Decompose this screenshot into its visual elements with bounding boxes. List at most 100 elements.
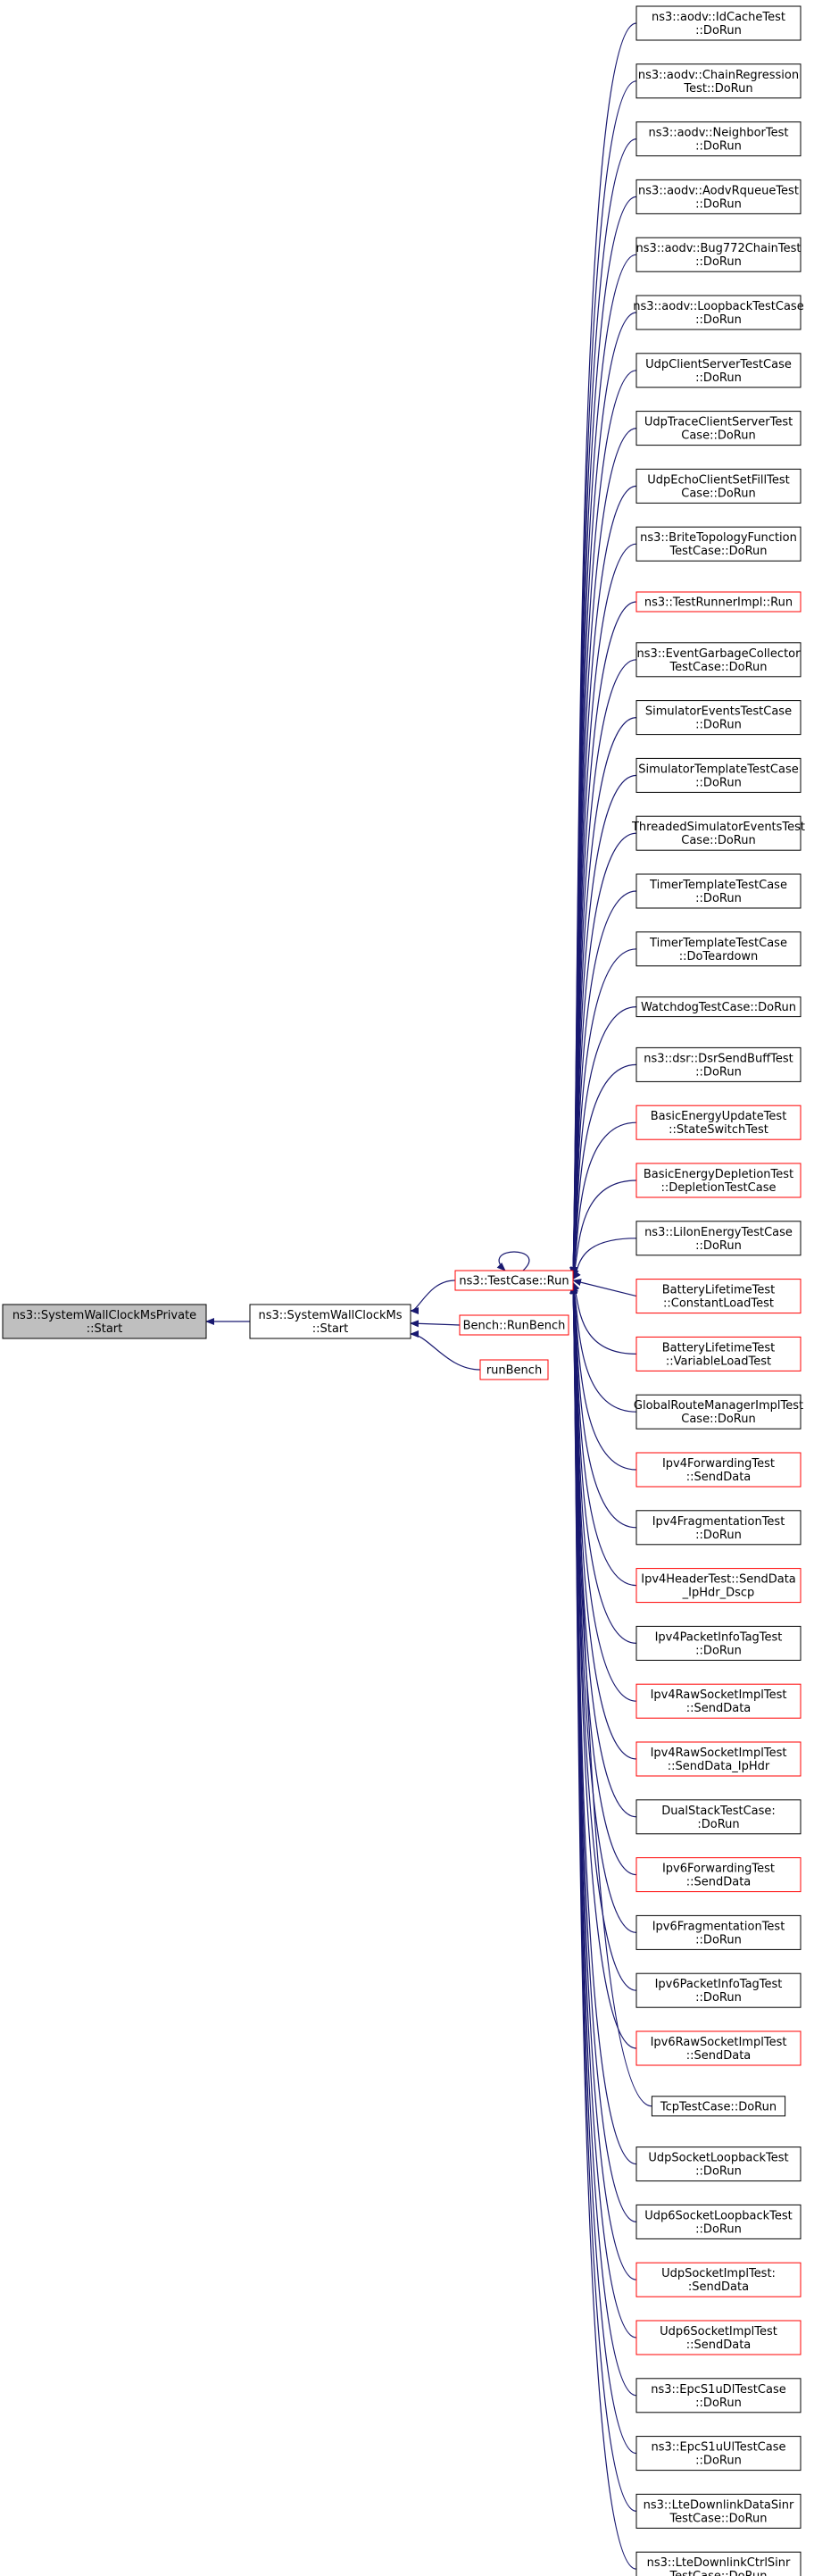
node-ipv6fragmentationtest-dorun[interactable]: Ipv6FragmentationTest::DoRun <box>635 1914 802 1950</box>
node-ns3-aodv-idcachetest-dorun[interactable]: ns3::aodv::IdCacheTest::DoRun <box>635 5 802 41</box>
node-ipv4headertest-senddata-iphdr-dscp[interactable]: Ipv4HeaderTest::SendData_IpHdr_Dscp <box>635 1568 802 1604</box>
node-box <box>459 1314 569 1336</box>
node-batterylifetimetest-constantloadtest[interactable]: BatteryLifetimeTest::ConstantLoadTest <box>635 1279 802 1314</box>
node-ns3-systemwallclockmsprivate-start[interactable]: ns3::SystemWallClockMsPrivate::Start <box>2 1304 207 1339</box>
node-udp6socketloopbacktest-dorun[interactable]: Udp6SocketLoopbackTest::DoRun <box>635 2204 802 2239</box>
node-box <box>635 2262 802 2297</box>
node-timertemplatetestcase-doteardown[interactable]: TimerTemplateTestCase::DoTeardown <box>635 931 802 967</box>
node-box <box>635 1336 802 1371</box>
node-runbench[interactable]: runBench <box>479 1359 549 1380</box>
node-ns3-aodv-neighbortest-dorun[interactable]: ns3::aodv::NeighborTest::DoRun <box>635 121 802 157</box>
node-ns3-testcase-run[interactable]: ns3::TestCase::Run <box>454 1270 574 1291</box>
node-box <box>454 1270 574 1291</box>
node-label-line: ns3::EventGarbageCollector <box>637 647 802 661</box>
node-ipv6packetinfotagtest-dorun[interactable]: Ipv6PacketInfoTagTest::DoRun <box>635 1972 802 2008</box>
node-label-line: :SendData <box>688 2280 749 2294</box>
node-ns3-eventgarbagecollectortestcase-dorun[interactable]: ns3::EventGarbageCollectorTestCase::DoRu… <box>635 642 802 678</box>
node-label-line: TestCase::DoRun <box>669 2512 767 2525</box>
node-ns3-systemwallclockms-start[interactable]: ns3::SystemWallClockMs::Start <box>249 1304 411 1339</box>
node-box <box>635 2147 802 2182</box>
node-label-line: UdpSocketLoopbackTest <box>648 2152 788 2165</box>
edge-caller-24-to-run <box>571 1283 637 1413</box>
node-ns3-britetopologyfunctiontestcase-dorun[interactable]: ns3::BriteTopologyFunctionTestCase::DoRu… <box>635 526 802 562</box>
node-dualstacktestcase-dorun[interactable]: DualStackTestCase::DoRun <box>635 1799 802 1835</box>
node-ns3-dsr-dsrsendbufftest-dorun[interactable]: ns3::dsr::DsrSendBuffTest::DoRun <box>635 1046 802 1082</box>
nodes-layer: ns3::SystemWallClockMsPrivate::Startns3:… <box>2 5 805 2576</box>
node-ipv6forwardingtest-senddata[interactable]: Ipv6ForwardingTest::SendData <box>635 1857 802 1893</box>
node-batterylifetimetest-variableloadtest[interactable]: BatteryLifetimeTest::VariableLoadTest <box>635 1336 802 1371</box>
node-ipv4rawsocketimpltest-senddata-iphdr[interactable]: Ipv4RawSocketImplTest::SendData_IpHdr <box>635 1741 802 1777</box>
node-box <box>635 2493 802 2529</box>
node-label-line: Case::DoRun <box>681 487 755 500</box>
node-basicenergyupdatetest-stateswitchtest[interactable]: BasicEnergyUpdateTest::StateSwitchTest <box>635 1105 802 1140</box>
node-box <box>635 295 802 330</box>
node-ipv4rawsocketimpltest-senddata[interactable]: Ipv4RawSocketImplTest::SendData <box>635 1683 802 1719</box>
node-label-line: ::DoRun <box>695 197 742 211</box>
node-label-line: ns3::aodv::NeighborTest <box>649 127 789 140</box>
node-udpsocketimpltest-senddata[interactable]: UdpSocketImplTest::SendData <box>635 2262 802 2297</box>
node-ipv4packetinfotagtest-dorun[interactable]: Ipv4PacketInfoTagTest::DoRun <box>635 1625 802 1661</box>
node-box <box>635 1914 802 1950</box>
edge-caller-22-to-run <box>572 1279 637 1297</box>
node-label-line: ns3::BriteTopologyFunction <box>640 531 797 545</box>
node-label-line: TimerTemplateTestCase <box>649 879 787 892</box>
node-udp6socketimpltest-senddata[interactable]: Udp6SocketImplTest::SendData <box>635 2320 802 2355</box>
node-box <box>635 1394 802 1430</box>
node-ns3-epcs1uultestcase-dorun[interactable]: ns3::EpcS1uUlTestCase::DoRun <box>635 2436 802 2472</box>
node-basicenergydepletiontest-depletiontestcase[interactable]: BasicEnergyDepletionTest::DepletionTestC… <box>635 1163 802 1198</box>
node-label-line: Ipv4RawSocketImplTest <box>651 1688 787 1702</box>
node-ipv4fragmentationtest-dorun[interactable]: Ipv4FragmentationTest::DoRun <box>635 1510 802 1546</box>
node-udpsocketloopbacktest-dorun[interactable]: UdpSocketLoopbackTest::DoRun <box>635 2147 802 2182</box>
node-bench-runbench[interactable]: Bench::RunBench <box>459 1314 569 1336</box>
node-label-line: ::SendData <box>686 1702 752 1715</box>
node-box <box>635 642 802 678</box>
node-label-line: WatchdogTestCase::DoRun <box>641 1001 796 1014</box>
node-box <box>635 1279 802 1314</box>
node-label-line: Ipv4RawSocketImplTest <box>651 1747 787 1760</box>
node-label-line: Ipv4ForwardingTest <box>662 1457 775 1471</box>
node-label-line: ::DoRun <box>695 1644 742 1657</box>
node-ns3-ltedownlinkctrlsinrtestcase-dorun[interactable]: ns3::LteDownlinkCtrlSinrTestCase::DoRun <box>635 2551 802 2576</box>
node-label-line: ns3::EpcS1uDlTestCase <box>651 2383 785 2397</box>
node-box <box>635 526 802 562</box>
node-label-line: Ipv4FragmentationTest <box>652 1515 785 1529</box>
node-ns3-aodv-loopbacktestcase-dorun[interactable]: ns3::aodv::LoopbackTestCase::DoRun <box>633 295 804 330</box>
node-box <box>635 700 802 736</box>
node-box <box>635 2204 802 2239</box>
node-label-line: :DoRun <box>697 1818 739 1831</box>
node-label-line: UdpEchoClientSetFillTest <box>647 473 790 487</box>
node-box <box>635 179 802 214</box>
node-ipv6rawsocketimpltest-senddata[interactable]: Ipv6RawSocketImplTest::SendData <box>635 2030 802 2066</box>
node-timertemplatetestcase-dorun[interactable]: TimerTemplateTestCase::DoRun <box>635 873 802 909</box>
node-label-line: BatteryLifetimeTest <box>662 1284 776 1297</box>
node-simulatortemplatetestcase-dorun[interactable]: SimulatorTemplateTestCase::DoRun <box>635 757 802 793</box>
node-simulatoreventstestcase-dorun[interactable]: SimulatorEventsTestCase::DoRun <box>635 700 802 736</box>
node-label-line: ::DepletionTestCase <box>661 1181 777 1195</box>
node-box <box>635 353 802 388</box>
node-ns3-testrunnerimpl-run[interactable]: ns3::TestRunnerImpl::Run <box>635 591 802 613</box>
node-label-line: ::DoRun <box>695 892 742 905</box>
node-ns3-epcs1udltestcase-dorun[interactable]: ns3::EpcS1uDlTestCase::DoRun <box>635 2378 802 2413</box>
node-ns3-aodv-bug772chaintest-dorun[interactable]: ns3::aodv::Bug772ChainTest::DoRun <box>635 237 802 272</box>
node-box <box>635 411 802 446</box>
node-ns3-aodv-aodvrqueuetest-dorun[interactable]: ns3::aodv::AodvRqueueTest::DoRun <box>635 179 802 214</box>
node-label-line: ::DoRun <box>695 2455 742 2468</box>
node-box <box>635 2378 802 2413</box>
edge-caller-17-to-run <box>570 1006 637 1276</box>
node-label-line: TestCase::DoRun <box>669 661 767 674</box>
edge-caller-18-to-run <box>570 1063 637 1276</box>
node-udpclientservertestcase-dorun[interactable]: UdpClientServerTestCase::DoRun <box>635 353 802 388</box>
node-box <box>635 1741 802 1777</box>
node-tcptestcase-dorun[interactable]: TcpTestCase::DoRun <box>651 2096 786 2117</box>
node-ipv4forwardingtest-senddata[interactable]: Ipv4ForwardingTest::SendData <box>635 1452 802 1488</box>
node-watchdogtestcase-dorun[interactable]: WatchdogTestCase::DoRun <box>635 996 802 1018</box>
node-label-line: Ipv6FragmentationTest <box>652 1920 785 1933</box>
node-box <box>635 2030 802 2066</box>
node-ns3-liionenergytestcase-dorun[interactable]: ns3::LiIonEnergyTestCase::DoRun <box>635 1221 802 1256</box>
